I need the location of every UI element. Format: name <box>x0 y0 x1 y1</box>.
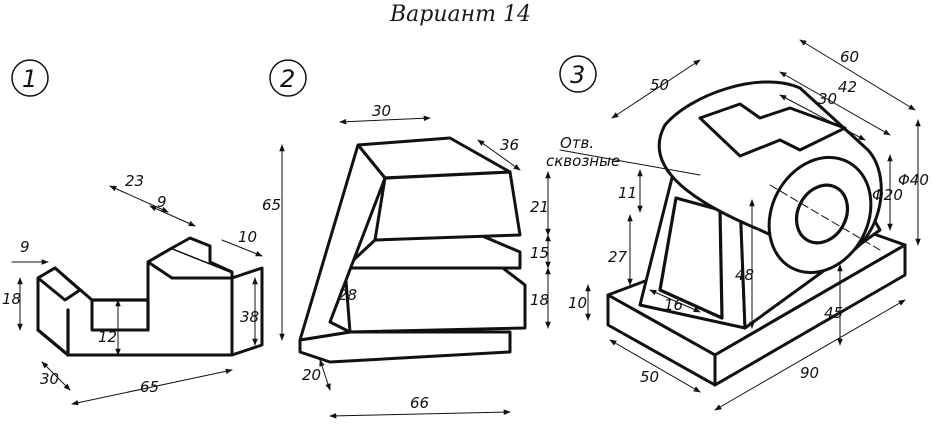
part-2: 2 30 36 65 <box>262 59 551 419</box>
part-1-left-block-top <box>36 266 82 302</box>
part-3-dim-13: 50 <box>640 368 659 386</box>
part-3-cylinder-face <box>767 155 873 275</box>
part-3-dim-11: 10 <box>568 294 587 312</box>
part-3-dim-10: 16 <box>664 296 683 314</box>
part-1-dim-7: 12 <box>98 328 117 346</box>
part-2-slant-plate <box>298 143 387 342</box>
part-2-base <box>298 330 512 364</box>
part-2-dim-4: 21 <box>530 198 549 216</box>
part-1-dim-5: 10 <box>238 228 257 246</box>
part-1-number: 1 <box>22 65 37 93</box>
part-1-dim-1: 9 <box>20 238 30 256</box>
part-3-dim-6: Φ40 <box>898 171 929 189</box>
variant-title: Вариант 14 <box>390 2 531 27</box>
part-3-dim-1: 50 <box>650 76 669 94</box>
part-3-dim-2: 60 <box>840 48 859 66</box>
part-2-dim-6: 18 <box>530 291 549 309</box>
part-2-number-circle <box>269 59 307 97</box>
part-2-middle-block <box>343 233 522 270</box>
part-3-dim-8: 27 <box>608 248 628 266</box>
part-3-number-circle <box>559 55 597 93</box>
part-2-dim-5: 15 <box>530 244 549 262</box>
part-3-note-line-1: Отв. <box>560 134 594 152</box>
part-3-through-hole <box>794 183 850 245</box>
part-2-dim-3: 65 <box>262 196 281 214</box>
part-3-note-line-2: сквозные <box>546 152 620 170</box>
part-1-dim-4: 9 <box>157 193 167 211</box>
part-2-dim-2: 36 <box>500 136 519 154</box>
part-3-dim-4: 30 <box>818 90 837 108</box>
part-3: 3 <box>546 39 929 411</box>
part-2-dim-9: 66 <box>410 394 429 412</box>
part-2-dim-7: 28 <box>338 286 357 304</box>
part-1-dim-8: 30 <box>40 370 59 388</box>
part-1-dim-2: 18 <box>2 290 21 308</box>
part-2-dim-8: 20 <box>302 366 321 384</box>
part-3-dim-5: Φ20 <box>872 186 903 204</box>
part-2-dim-1: 30 <box>372 102 391 120</box>
part-1: 1 9 18 2 <box>2 59 264 406</box>
part-1-dim-3: 23 <box>125 172 144 190</box>
part-2-lower-block <box>343 260 527 334</box>
part-1-tab <box>171 236 233 274</box>
part-3-dim-9: 48 <box>735 266 754 284</box>
part-3-number: 3 <box>570 61 585 89</box>
part-3-dim-14: 90 <box>800 364 819 382</box>
part-1-dim-6: 38 <box>240 308 259 326</box>
part-3-dim-7: 11 <box>618 184 637 202</box>
part-2-number: 2 <box>280 65 295 93</box>
part-1-dim-9: 65 <box>140 378 159 396</box>
part-1-step-top <box>146 246 234 280</box>
part-1-number-circle <box>11 59 49 97</box>
part-3-dim-3: 42 <box>838 78 857 96</box>
part-3-dim-12: 45 <box>824 304 843 322</box>
